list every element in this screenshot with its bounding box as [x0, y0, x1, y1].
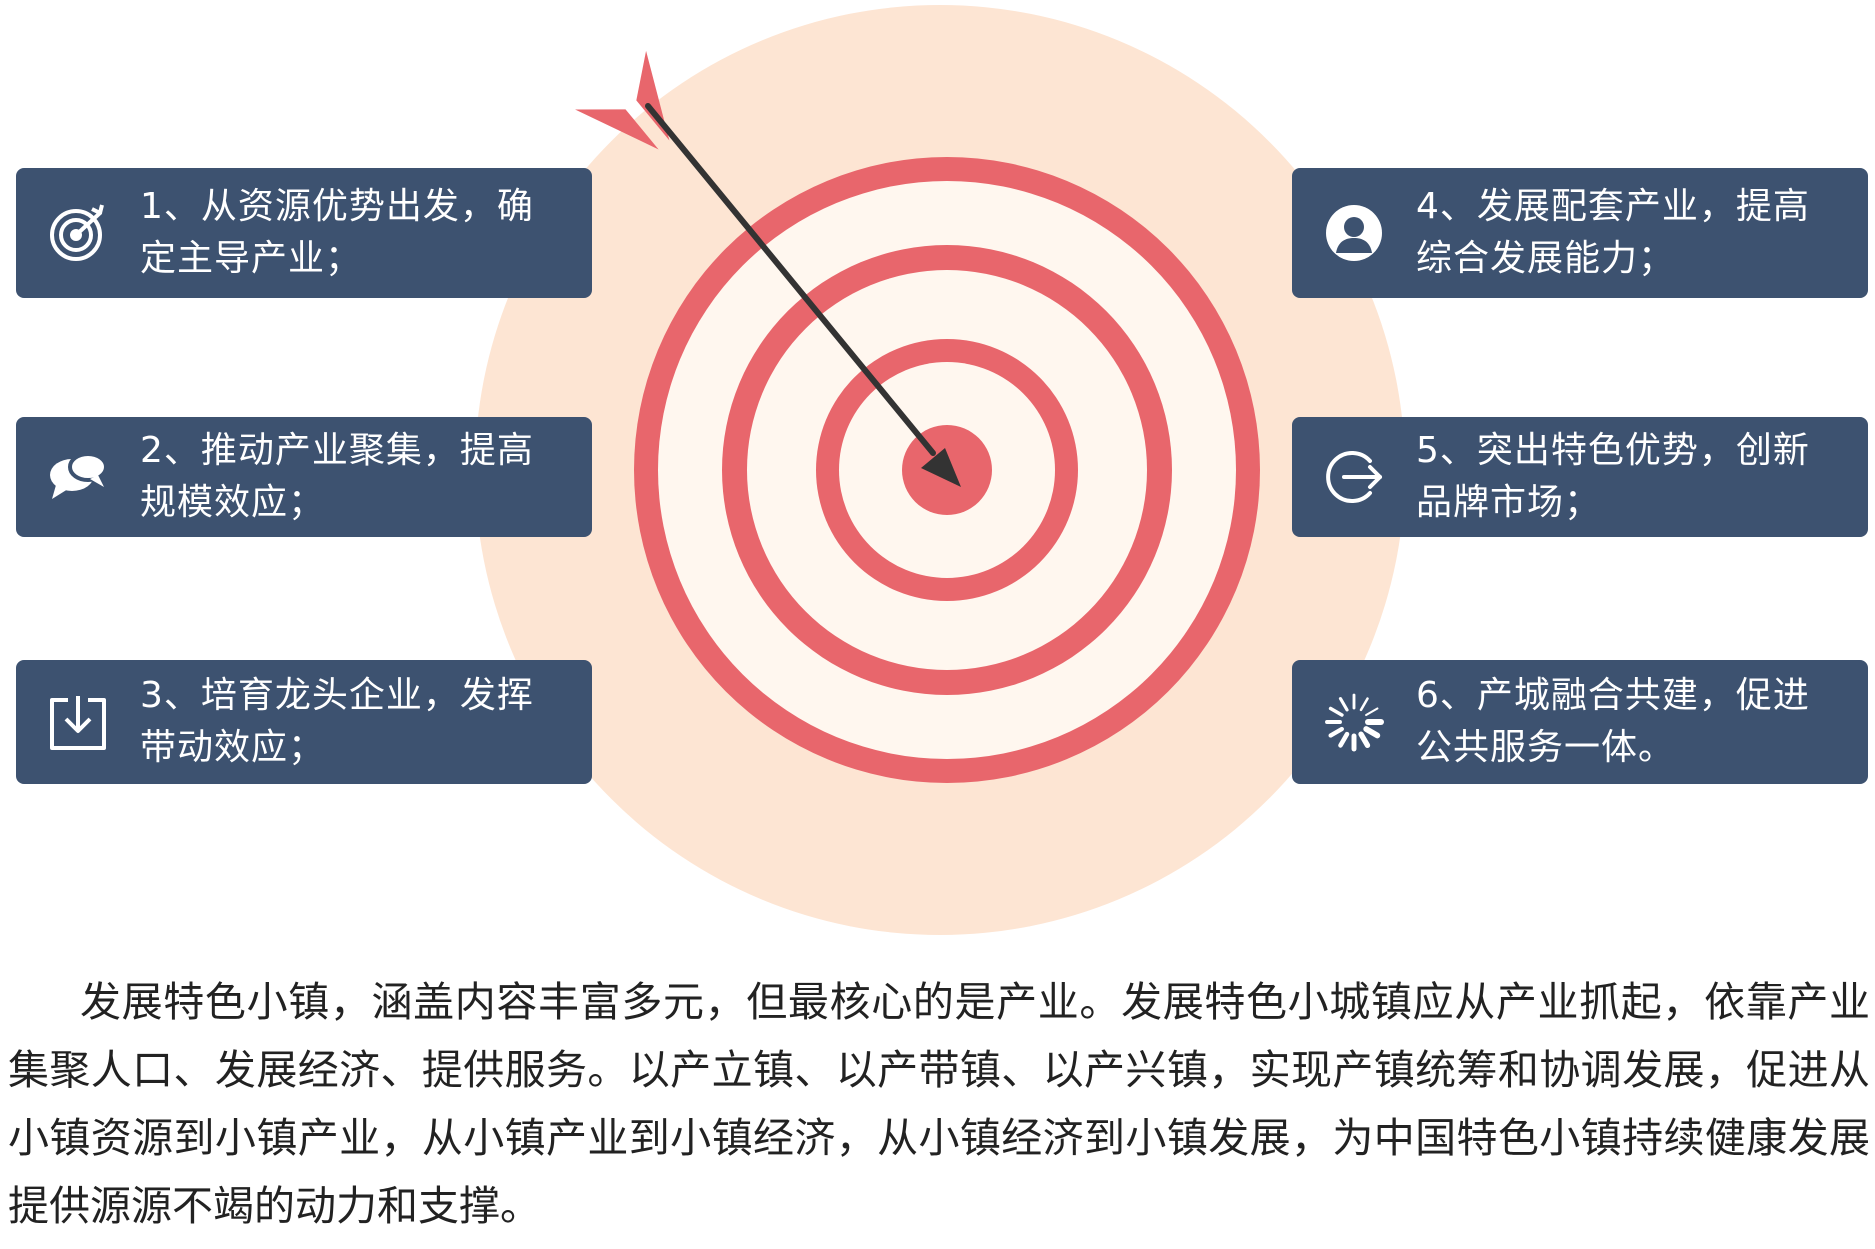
bullseye-graphic: [475, 5, 1405, 935]
description-paragraph: 发展特色小镇，涵盖内容丰富多元，但最核心的是产业。发展特色小城镇应从产业抓起，依…: [8, 978, 1870, 1230]
card-label: 1、从资源优势出发，确定主导产业；: [140, 186, 534, 279]
spinner-dash: [1359, 697, 1369, 712]
card-label: 6、产城融合共建，促进公共服务一体。: [1416, 675, 1810, 768]
target-diagram: 1、从资源优势出发，确定主导产业； 2、推动产业聚集，提高规模效应； 3、培育龙…: [16, 5, 1868, 935]
arrow-head: [921, 448, 961, 487]
spinner-dash: [1365, 707, 1379, 717]
card-industry-cluster: 2、推动产业聚集，提高规模效应；: [16, 417, 592, 537]
card-label: 2、推动产业聚集，提高规模效应；: [140, 430, 534, 523]
card-label: 5、突出特色优势，创新品牌市场；: [1416, 430, 1810, 523]
exit-arrow-icon: [1326, 451, 1382, 503]
card-public-service: 6、产城融合共建，促进公共服务一体。: [1292, 660, 1868, 784]
card-label: 4、发展配套产业，提高综合发展能力；: [1416, 186, 1810, 279]
spinner-dash: [1363, 726, 1381, 739]
spinner-dash: [1328, 706, 1344, 717]
chat-bubbles-icon: [50, 452, 108, 499]
card-leading-enterprise: 3、培育龙头企业，发挥带动效应；: [16, 660, 592, 784]
user-avatar-icon: [1326, 205, 1382, 261]
card-label: 3、培育龙头企业，发挥带动效应；: [140, 675, 534, 768]
arrow: [575, 50, 961, 487]
arrow-shaft: [645, 103, 936, 456]
spinner-dash: [1358, 731, 1371, 749]
spinner-dash: [1328, 726, 1345, 738]
loading-spinner-icon: [1325, 693, 1384, 752]
spinner-dash: [1338, 731, 1350, 748]
card-brand-market: 5、突出特色优势，创新品牌市场；: [1292, 417, 1868, 537]
card-dominant-industry: 1、从资源优势出发，确定主导产业；: [16, 168, 592, 298]
spinner-dash: [1338, 697, 1349, 712]
target-icon: [50, 204, 104, 261]
download-tray-icon: [50, 696, 106, 750]
card-supporting-industry: 4、发展配套产业，提高综合发展能力；: [1292, 168, 1868, 298]
